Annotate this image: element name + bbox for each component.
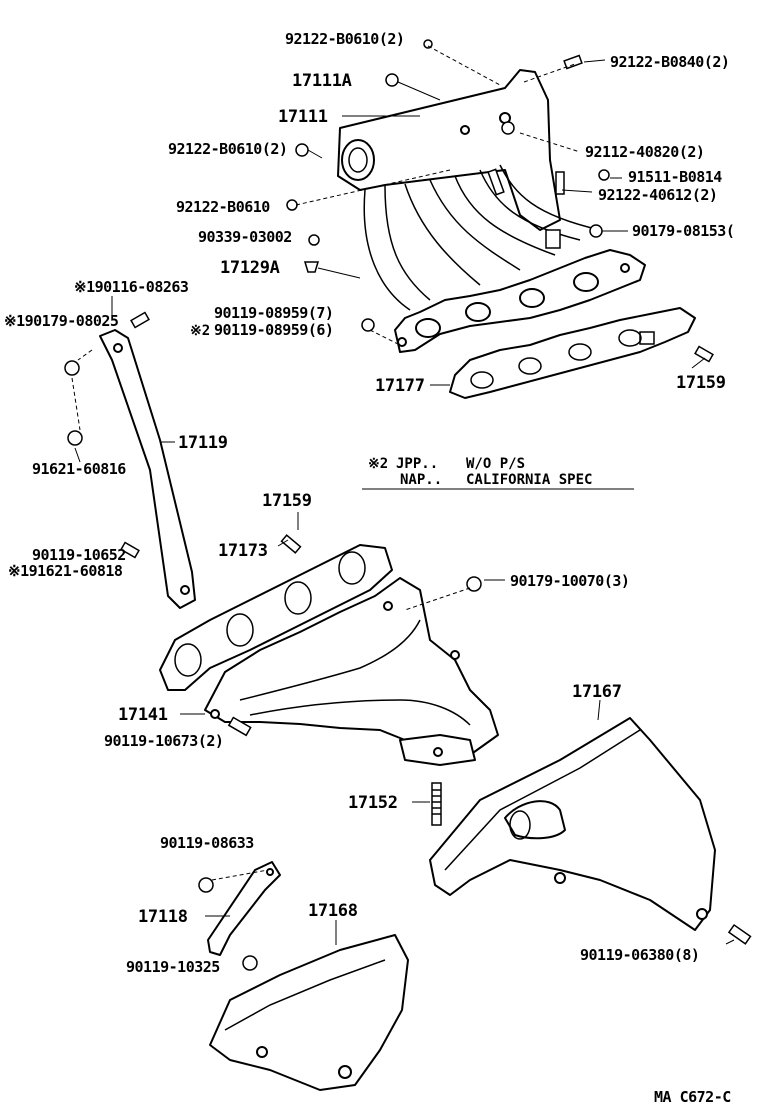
fasteners: [64, 39, 752, 971]
label-191621-60818: ※191621-60818: [8, 562, 123, 580]
label-17168: 17168: [308, 901, 358, 921]
label-90179-10070: 90179-10070(3): [510, 572, 629, 590]
label-17159-right: 17159: [676, 373, 726, 393]
label-17173: 17173: [218, 541, 268, 561]
note-line1-code: JPP..: [396, 456, 438, 472]
note-line2-text: CALIFORNIA SPEC: [466, 472, 592, 488]
label-17152: 17152: [348, 793, 398, 813]
label-90119-10673: 90119-10673(2): [104, 732, 223, 750]
label-92112-40820: 92112-40820(2): [585, 143, 704, 161]
heat-insulator-17168: [209, 934, 409, 1091]
reference-code: MA C672-C: [654, 1088, 731, 1106]
note-mark: ※2: [368, 456, 388, 472]
note-line2-code: NAP..: [400, 472, 442, 488]
label-17167: 17167: [572, 682, 622, 702]
label-17119: 17119: [178, 433, 228, 453]
label-90119-08959-6: 90119-08959(6): [214, 321, 333, 339]
label-90179-08153: 90179-08153(: [632, 222, 734, 240]
label-90339-03002: 90339-03002: [198, 228, 292, 246]
label-17111a: 17111A: [292, 71, 352, 91]
label-17159-mid: 17159: [262, 491, 312, 511]
label-190116-08263: ※190116-08263: [74, 278, 189, 296]
label-90119-08633: 90119-08633: [160, 834, 254, 852]
label-92122-b0840: 92122-B0840(2): [610, 53, 729, 71]
label-90119-06380: 90119-06380(8): [580, 946, 699, 964]
label-17118: 17118: [138, 907, 188, 927]
intake-gasket-17177: [449, 307, 696, 399]
leader-lines: [71, 45, 735, 945]
label-17177: 17177: [375, 376, 425, 396]
label-17129a: 17129A: [220, 258, 280, 278]
intake-manifold-17111: [337, 69, 646, 353]
label-91511-b0814: 91511-B0814: [628, 168, 722, 186]
stud-17152: [431, 782, 442, 826]
manifold-stay-17119: [99, 329, 196, 609]
note-line1-text: W/O P/S: [466, 456, 525, 472]
label-17111: 17111: [278, 107, 328, 127]
manifold-stay-17118: [207, 861, 281, 956]
spec-note: ※2 JPP.. W/O P/S NAP.. CALIFORNIA SPEC: [362, 456, 634, 490]
exhaust-gasket-17173: [159, 544, 393, 691]
label-92122-b0610-mid: 92122-B0610(2): [168, 140, 287, 158]
label-90119-10325: 90119-10325: [126, 958, 220, 976]
part-labels: 92122-B0610(2) 92122-B0840(2) 17111A 171…: [4, 30, 735, 1106]
exhaust-manifold-17141: [204, 577, 499, 766]
label-92122-b0610-top: 92122-B0610(2): [285, 30, 404, 48]
label-mark-2: ※2: [190, 323, 210, 339]
label-90119-10652: 90119-10652: [32, 546, 126, 564]
label-92122-40612: 92122-40612(2): [598, 186, 717, 204]
heat-insulator-17167: [429, 717, 716, 931]
label-190179-08025: ※190179-08025: [4, 312, 119, 330]
label-92122-b0610-low: 92122-B0610: [176, 198, 270, 216]
label-91621-60816: 91621-60816: [32, 460, 126, 478]
label-17141: 17141: [118, 705, 168, 725]
label-90119-08959-7: 90119-08959(7): [214, 304, 333, 322]
